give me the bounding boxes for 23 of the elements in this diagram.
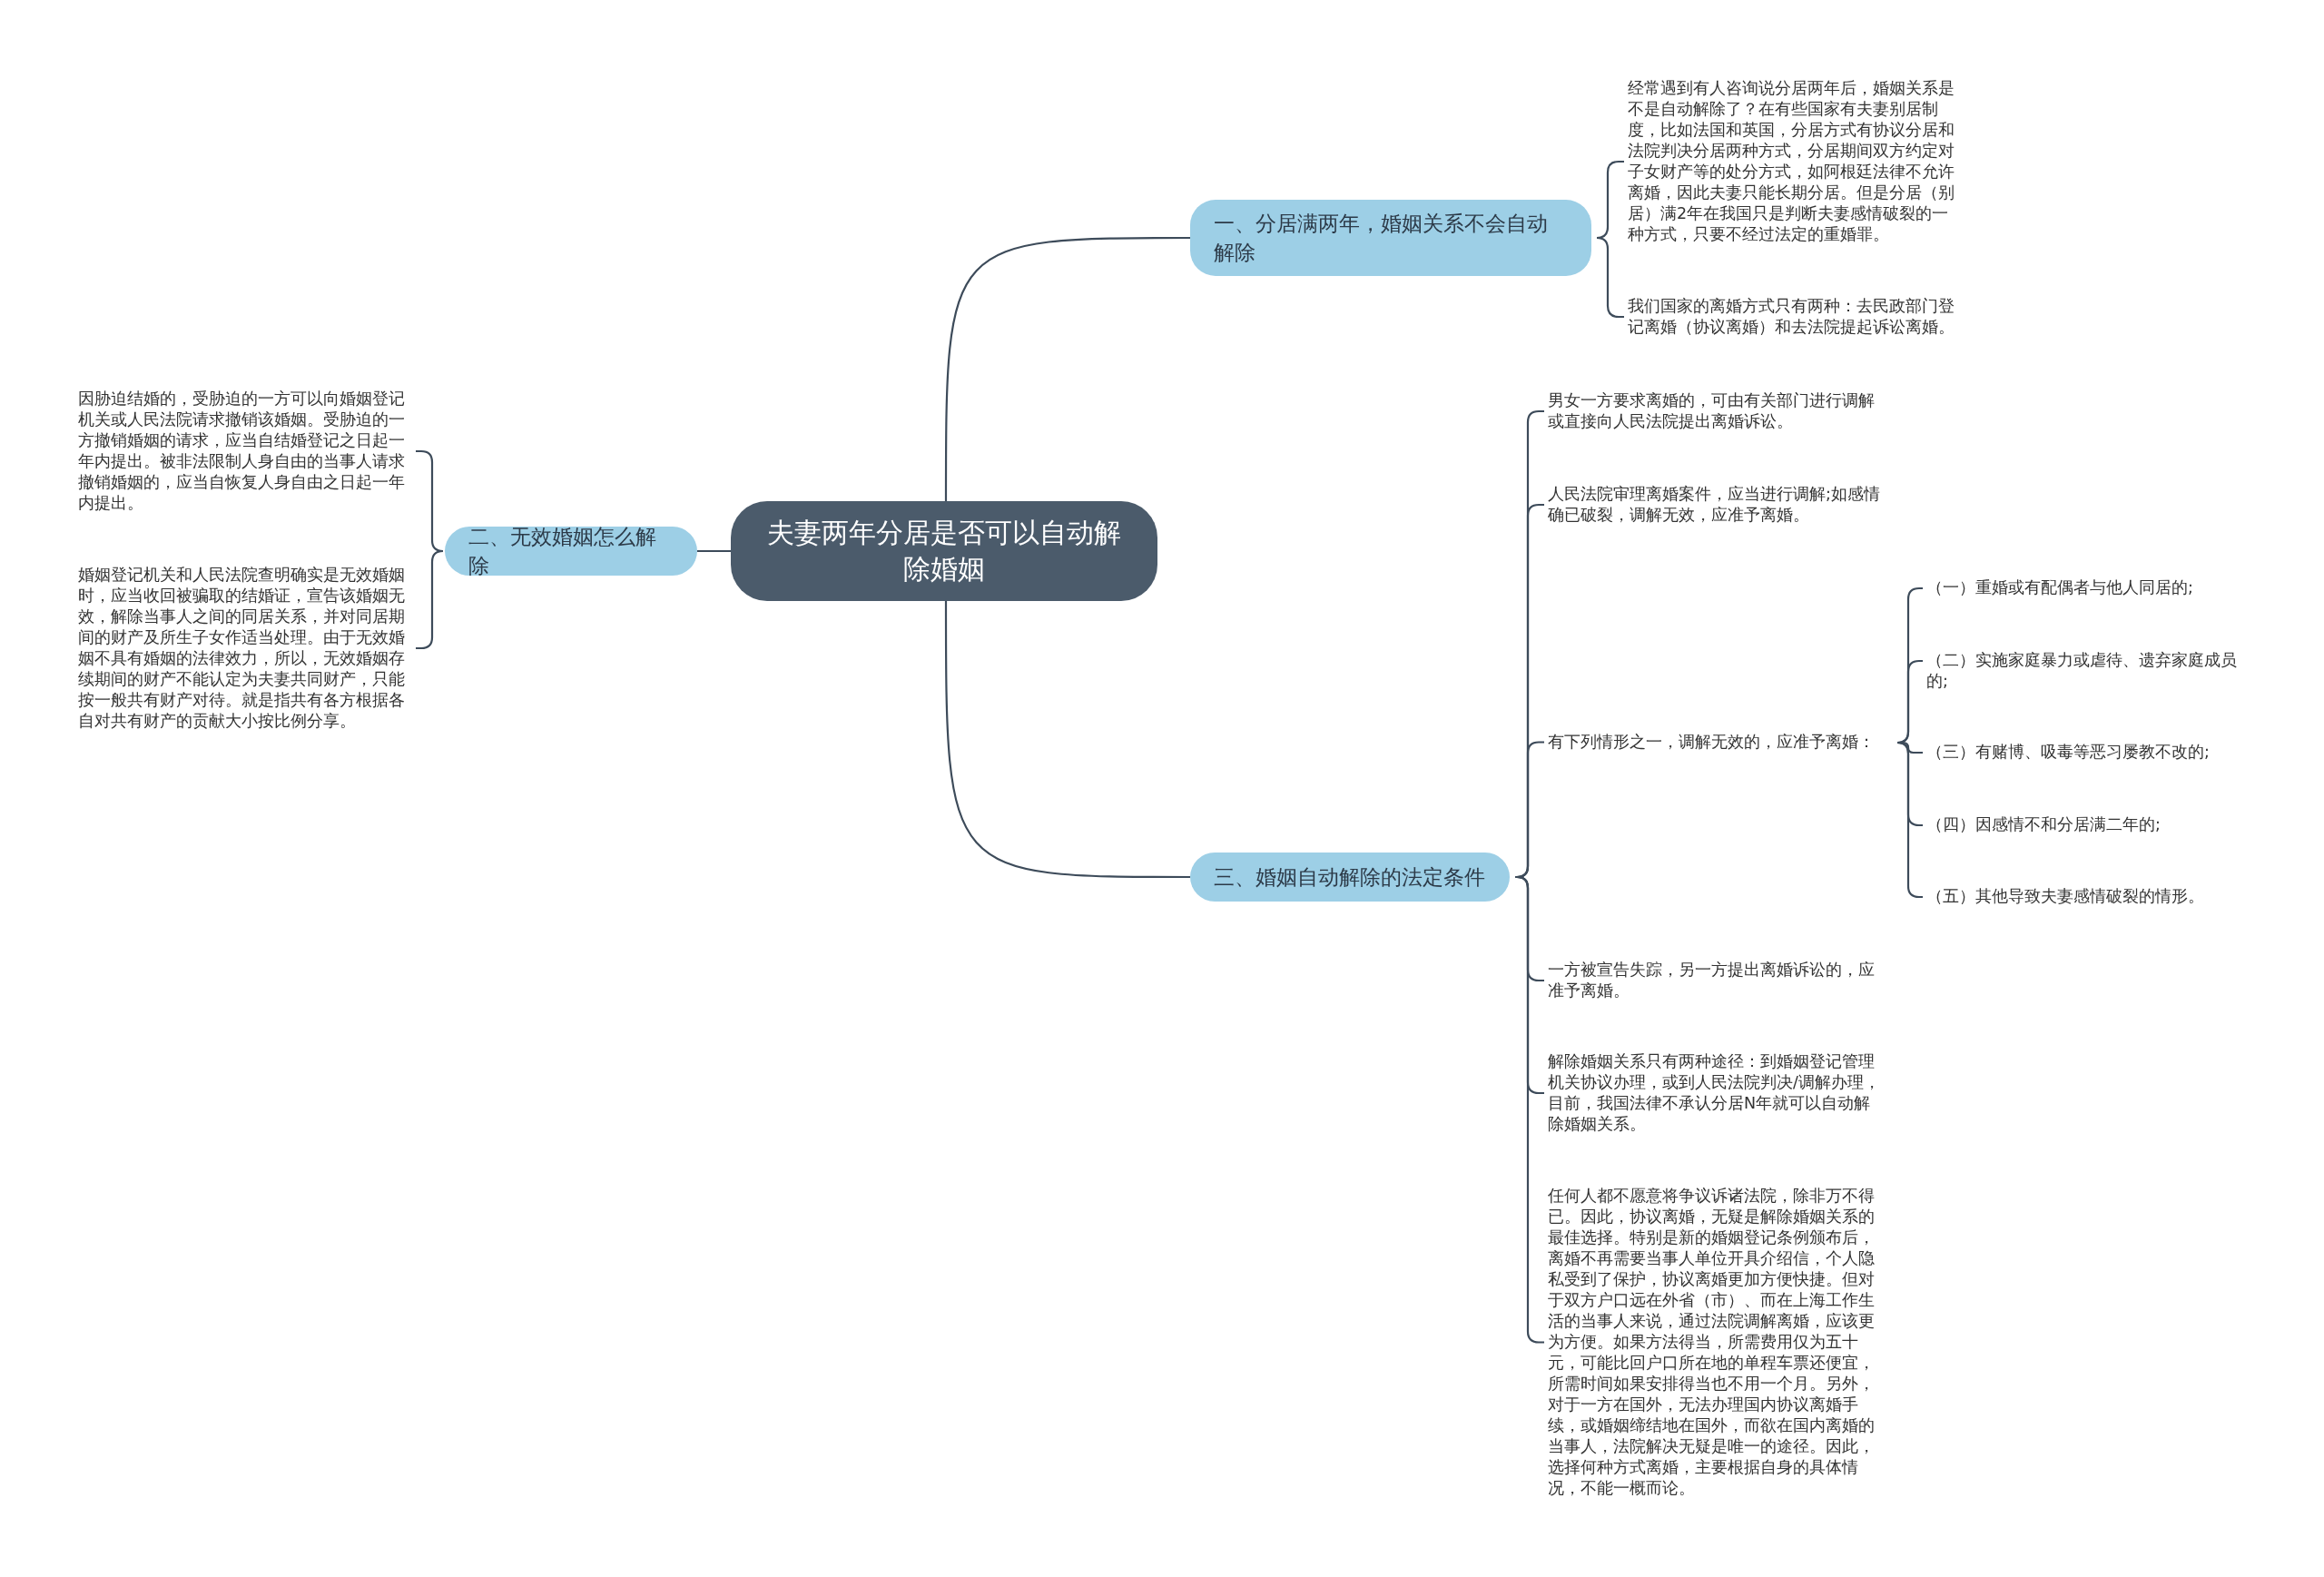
note-text: 经常遇到有人咨询说分居两年后，婚姻关系是不是自动解除了？在有些国家有夫妻别居制度，比如法国和英国，分居方式有协议分居和法院判决分居两种方式，分居期间双方约定对子女财产等的处分方式，如阿根廷法律不允许离婚，因此夫妻只能长期分居。但是分居（别居）满2年在我国只是判断夫妻感情破裂的一种方式，只要不经过法定的重婚罪。 <box>1628 78 1964 245</box>
connector-line <box>697 549 731 553</box>
connector-line <box>944 601 1190 879</box>
note-text: 有下列情形之一，调解无效的，应准予离婚： <box>1548 732 1902 753</box>
connector-line <box>944 236 1190 501</box>
note-text: 人民法院审理离婚案件，应当进行调解;如感情确已破裂，调解无效，应准予离婚。 <box>1548 484 1884 526</box>
note-text: （五）其他导致夫妻感情破裂的情形。 <box>1926 886 2253 907</box>
note-text: （一）重婚或有配偶者与他人同居的; <box>1926 577 2253 598</box>
note-text: 一方被宣告失踪，另一方提出离婚诉讼的，应准予离婚。 <box>1548 960 1884 1001</box>
note-text: 我们国家的离婚方式只有两种：去民政部门登记离婚（协议离婚）和去法院提起诉讼离婚。 <box>1628 296 1964 338</box>
note-text: 男女一方要求离婚的，可由有关部门进行调解或直接向人民法院提出离婚诉讼。 <box>1548 390 1884 432</box>
note-text: （二）实施家庭暴力或虐待、遗弃家庭成员的; <box>1926 650 2253 692</box>
connector-line <box>1896 741 1923 899</box>
branch-topic: 一、分居满两年，婚姻关系不会自动解除 <box>1190 200 1591 276</box>
branch-topic: 二、无效婚姻怎么解除 <box>445 527 697 576</box>
branch-topic: 三、婚姻自动解除的法定条件 <box>1190 853 1510 902</box>
note-text: 任何人都不愿意将争议诉诸法院，除非万不得已。因此，协议离婚，无疑是解除婚姻关系的最佳选择。特别是新的婚姻登记条例颁布后，离婚不再需要当事人单位开具介绍信，个人隐私受到了保护，协议离婚更加方便快捷。但对于双方户口远在外省（市）、而在上海工作生活的当事人来说，通过法院调解离婚，应该更为方便。如果方法得当，所需费用仅为五十元，可能比回户口所在地的单程车票还便宜，所需时间如果安排得当也不用一个月。另外，对于一方在国外，无法办理国内协议离婚手续，或婚姻缔结地在国外，而欲在国内离婚的当事人，法院解决无疑是唯一的途径。因此，选择何种方式离婚，主要根据自身的具体情况，不能一概而论。 <box>1548 1186 1884 1499</box>
note-text: 因胁迫结婚的，受胁迫的一方可以向婚姻登记机关或人民法院请求撤销该婚姻。受胁迫的一方撤销婚姻的请求，应当自结婚登记之日起一年内提出。被非法限制人身自由的当事人请求撤销婚姻的，应当自恢复人身自由之日起一年内提出。 <box>78 389 412 514</box>
note-text: （四）因感情不和分居满二年的; <box>1926 814 2253 835</box>
central-topic: 夫妻两年分居是否可以自动解除婚姻 <box>731 501 1157 601</box>
note-text: （三）有赌博、吸毒等恶习屡教不改的; <box>1926 742 2253 763</box>
note-text: 婚姻登记机关和人民法院查明确实是无效婚姻时，应当收回被骗取的结婚证，宣告该婚姻无效，解除当事人之间的同居关系，并对同居期间的财产及所生子女作适当处理。由于无效婚姻不具有婚姻的法律效力，所以，无效婚姻存续期间的财产不能认定为夫妻共同财产，只能按一般共有财产对待。就是指共有各方根据各自对共有财产的贡献大小按比例分享。 <box>78 565 412 732</box>
note-text: 解除婚姻关系只有两种途径：到婚姻登记管理机关协议办理，或到人民法院判决/调解办理，目前，我国法律不承认分居N年就可以自动解除婚姻关系。 <box>1548 1051 1884 1135</box>
